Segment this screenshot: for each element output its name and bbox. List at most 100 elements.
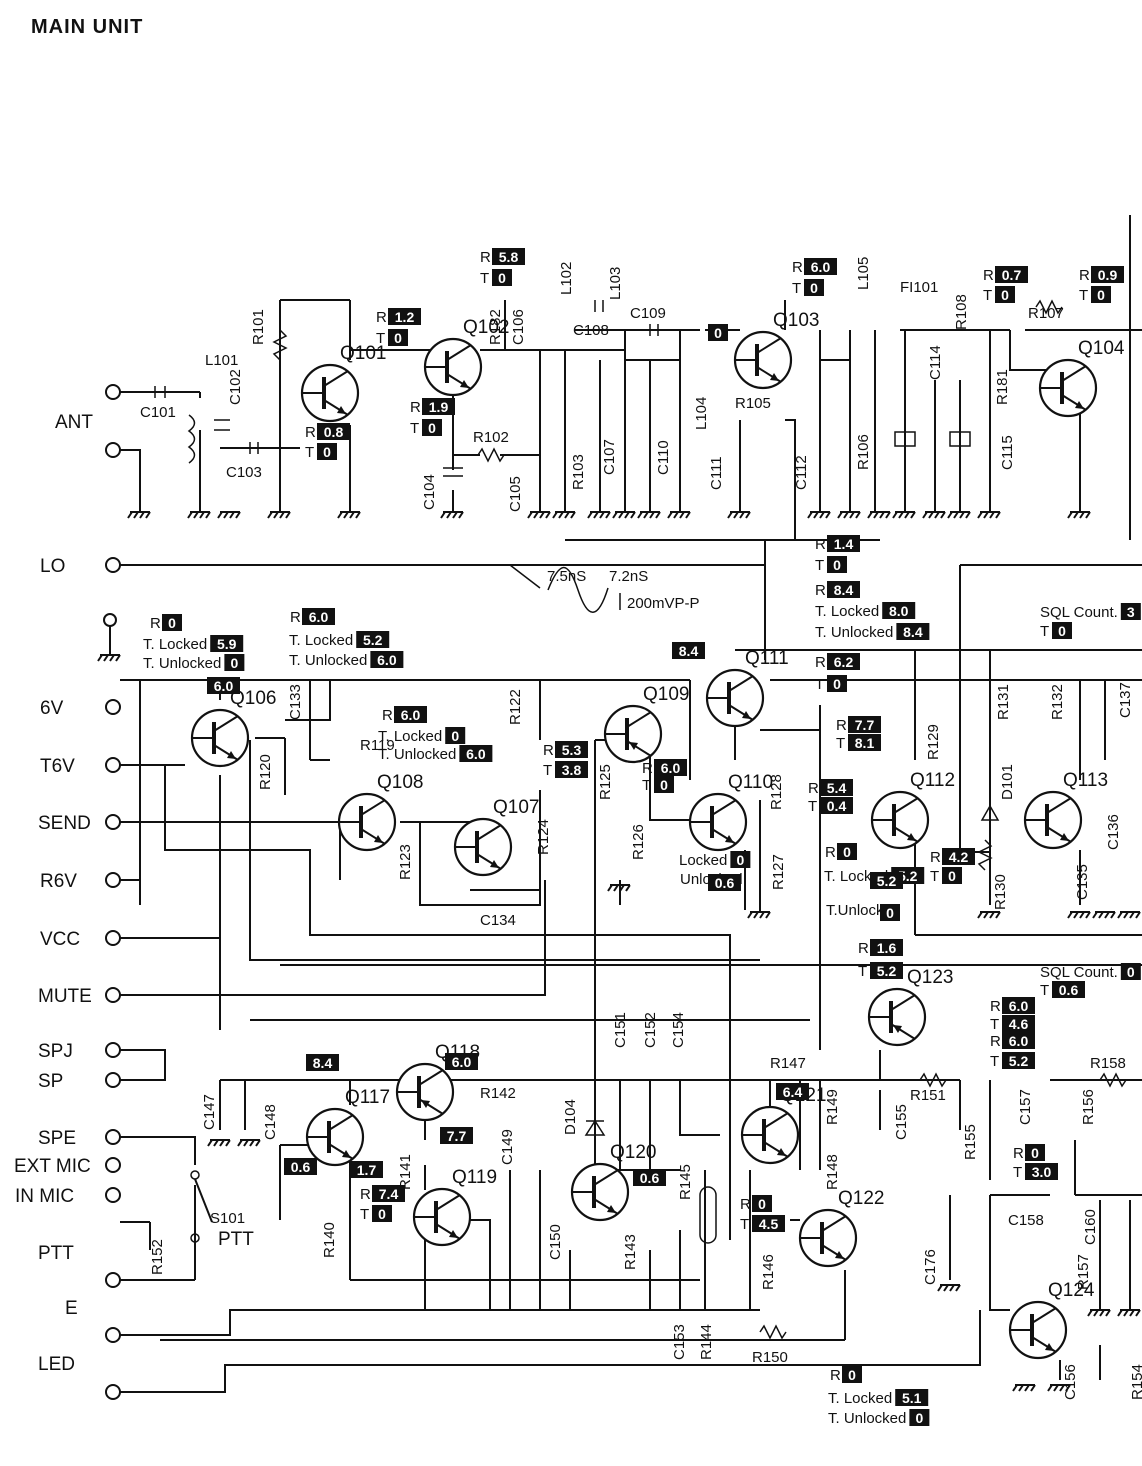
voltage-value: 6.0 [401, 707, 421, 723]
component-c157: C157 [1017, 1089, 1034, 1125]
ground-symbol [267, 511, 291, 519]
pin-label: SPE [38, 1128, 76, 1149]
ground-symbol [587, 511, 611, 519]
voltage-box: 5.2 [1002, 1052, 1035, 1069]
voltage-key: T [305, 444, 314, 461]
voltage-value: 3 [1127, 604, 1135, 620]
voltage-value: 0 [1058, 623, 1066, 639]
component-c148: C148 [262, 1104, 279, 1140]
ground-symbol [552, 511, 576, 519]
voltage-value: 8.4 [313, 1055, 333, 1071]
component-r156: R156 [1080, 1089, 1097, 1125]
voltage-value: 7.7 [447, 1128, 467, 1144]
ground-symbol [837, 511, 861, 519]
component-r149: R149 [824, 1089, 841, 1125]
voltage-key: R [410, 399, 421, 416]
waveform-amplitude: 200mVP-P [627, 595, 700, 612]
voltage-key: R [815, 654, 826, 671]
voltage-caption: Locked [679, 852, 727, 869]
component-c151: C151 [612, 1012, 629, 1048]
voltage-box: 6.0 [370, 651, 404, 668]
voltage-value: 0 [394, 330, 402, 346]
voltage-key: R [930, 849, 941, 866]
voltage-box: 0 [317, 443, 337, 460]
pin-label: SEND [38, 813, 91, 834]
pin-led: LED [38, 1354, 121, 1400]
voltage-value: 6.0 [377, 652, 397, 668]
voltage-box: 0.8 [317, 423, 350, 440]
voltage-value: 6.0 [214, 678, 234, 694]
voltage-value: 0 [810, 280, 818, 296]
transistor-label: Q120 [610, 1142, 656, 1163]
transistor-label: Q108 [377, 772, 423, 793]
voltage-value: 8.4 [834, 582, 854, 598]
voltage-key: T [815, 676, 824, 693]
voltage-box: 0.7 [995, 266, 1028, 283]
voltage-box: 0 [1025, 1144, 1045, 1161]
voltage-box: 6.0 [804, 258, 837, 275]
voltage-box: 1.4 [827, 535, 860, 552]
ground-symbol [440, 511, 464, 519]
voltage-key: R [815, 582, 826, 599]
voltage-box: 6.0 [1002, 997, 1035, 1014]
component-c150: C150 [547, 1224, 564, 1260]
component-c133: C133 [287, 684, 304, 720]
component-c109: C109 [630, 305, 666, 322]
ground-symbol [1067, 911, 1091, 919]
transistor-label: Q124 [1048, 1280, 1095, 1301]
ground-symbol [747, 911, 771, 919]
pin-r6v: R6V [40, 871, 121, 892]
pin-label: R6V [40, 871, 77, 892]
transistor-label: Q110 [728, 772, 773, 793]
svg-text:S101: S101 [210, 1210, 245, 1227]
voltage-value: 0 [848, 1367, 856, 1383]
voltage-box: 0 [654, 776, 674, 793]
component-l101: L101 [205, 352, 238, 369]
voltage-key: T [1040, 623, 1049, 640]
voltage-box: 5.4 [820, 779, 853, 796]
voltage-box: 5.8 [492, 248, 525, 265]
component-r132: R132 [1049, 684, 1066, 720]
voltage-value: 3.8 [562, 762, 582, 778]
transistor-label: Q111 [745, 648, 789, 669]
transistor-q124: Q124 [1008, 1280, 1095, 1360]
voltage-box: 0 [1120, 963, 1141, 980]
pin-label: PTT [38, 1243, 74, 1264]
component-c104: C104 [421, 474, 438, 510]
voltage-value: 0 [833, 676, 841, 692]
voltage-key: R [990, 1033, 1001, 1050]
component-l102: L102 [558, 262, 575, 295]
voltage-value: 1.4 [834, 536, 854, 552]
ground-symbol [1117, 911, 1141, 919]
voltage-key: R [305, 424, 316, 441]
voltage-box: 0 [827, 675, 847, 692]
ground-symbol [1067, 511, 1091, 519]
pin-mute: MUTE [38, 986, 121, 1007]
component-r108: R108 [953, 294, 970, 330]
pin-vcc: VCC [40, 929, 121, 950]
waveform: 7.5nS 7.2nS 200mVP-P [509, 564, 700, 613]
voltage-box: 4.2 [942, 848, 975, 865]
voltage-value: 5.3 [562, 742, 582, 758]
pin-label: E [65, 1298, 78, 1319]
component-c107: C107 [601, 439, 618, 475]
voltage-key: R [150, 615, 161, 632]
pin-ant: ANT [55, 384, 121, 458]
transistor-q123: Q123 [867, 967, 953, 1047]
voltage-box: 8.4 [827, 581, 860, 598]
voltage-key: R [830, 1367, 841, 1384]
voltage-key: T [376, 330, 385, 347]
ground-symbol [867, 511, 891, 519]
voltage-key: T [808, 798, 817, 815]
component-r155: R155 [962, 1124, 979, 1160]
transistor-q110: Q110 [688, 772, 773, 852]
voltage-caption: T. Unlocked [378, 746, 456, 763]
component-c137: C137 [1117, 682, 1134, 718]
ground-symbol [527, 511, 551, 519]
pin-label: 6V [40, 698, 64, 719]
component-c154: C154 [670, 1012, 687, 1048]
pin-label: ANT [55, 412, 93, 433]
voltage-box: 8.4 [306, 1054, 339, 1071]
passives [154, 299, 1127, 1340]
